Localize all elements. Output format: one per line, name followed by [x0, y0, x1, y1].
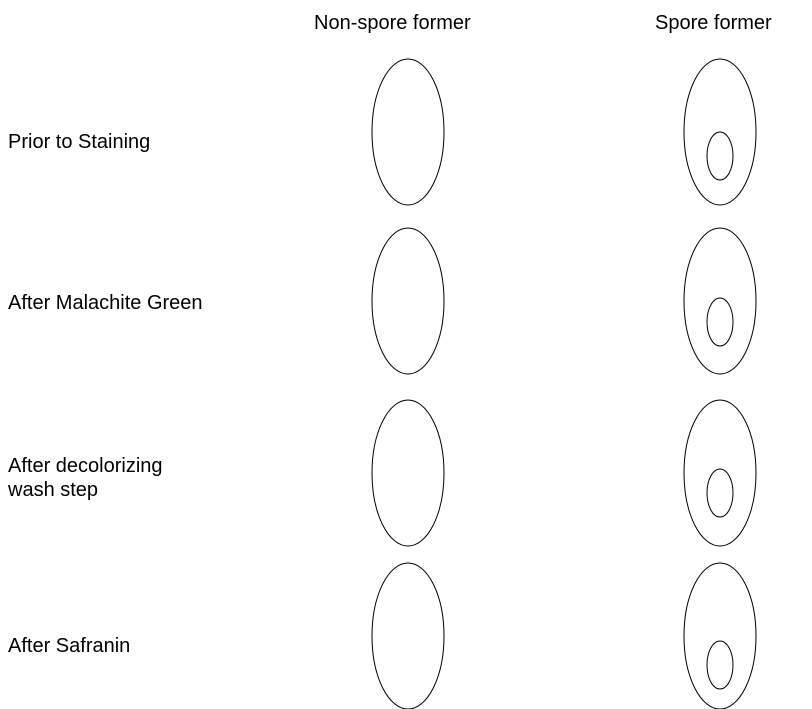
row-label-prior-to-staining: Prior to Staining: [8, 131, 151, 153]
non-spore-former-cell: [371, 227, 445, 375]
row-1-cells: [371, 58, 757, 206]
spore-former-cell: [683, 227, 757, 375]
row-label-after-decolorizing-wash: After decolorizing wash step: [8, 455, 163, 501]
spore-former-cell: [683, 399, 757, 547]
row-3-cells: [371, 399, 757, 547]
endospore: [706, 468, 734, 518]
endospore: [706, 297, 734, 347]
non-spore-former-cell: [371, 58, 445, 206]
row-label-after-safranin: After Safranin: [8, 635, 131, 657]
endospore: [706, 640, 734, 690]
row-2-cells: [371, 227, 757, 375]
non-spore-former-cell: [371, 399, 445, 547]
endospore: [706, 131, 734, 181]
spore-former-cell: [683, 562, 757, 709]
column-header-spore-former: Spore former: [655, 12, 772, 34]
spore-former-cell: [683, 58, 757, 206]
row-4-cells: [371, 562, 757, 709]
row-label-after-malachite-green: After Malachite Green: [8, 292, 203, 314]
non-spore-former-cell: [371, 562, 445, 709]
column-header-non-spore-former: Non-spore former: [314, 12, 471, 34]
